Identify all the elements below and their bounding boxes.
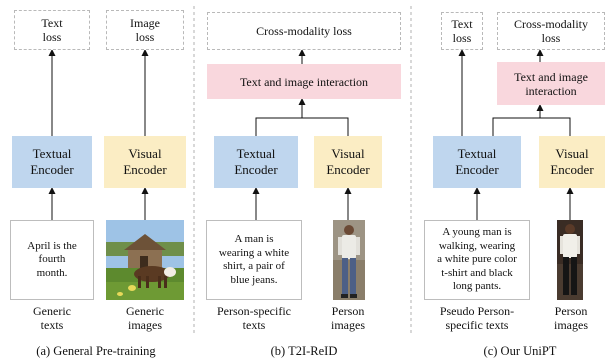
textual-encoder-box: Textual Encoder	[214, 136, 298, 188]
visual-encoder-box: Visual Encoder	[539, 136, 605, 188]
person-text-sample: A man is wearing a white shirt, a pair o…	[206, 220, 302, 300]
interaction-box: Text and image interaction	[497, 62, 605, 105]
visual-encoder-box: Visual Encoder	[314, 136, 382, 188]
cross-modality-loss-box: Cross-modality loss	[497, 12, 605, 50]
generic-text-sample: April is the fourth month.	[10, 220, 94, 300]
visual-encoder-box: Visual Encoder	[104, 136, 186, 188]
pseudo-text-sample: A young man is walking, wearing a white …	[424, 220, 530, 300]
pseudo-person-specific-texts-caption: Pseudo Person- specific texts	[439, 304, 515, 332]
subcaption-b: (b) T2I-ReID	[270, 344, 338, 358]
subcaption-a: (a) General Pre-training	[36, 344, 156, 358]
text-loss-box: Text loss	[14, 10, 90, 50]
person-images-caption: Person images	[554, 304, 588, 332]
person-images-caption: Person images	[331, 304, 365, 332]
person-specific-texts-caption: Person-specific texts	[217, 304, 291, 332]
textual-encoder-box: Textual Encoder	[12, 136, 92, 188]
subcaption-c: (c) Our UniPT	[483, 344, 557, 358]
cross-modality-loss-box: Cross-modality loss	[207, 12, 401, 50]
textual-encoder-box: Textual Encoder	[433, 136, 521, 188]
image-loss-box: Image loss	[106, 10, 184, 50]
generic-image-cow	[106, 220, 184, 300]
text-loss-box: Text loss	[441, 12, 483, 50]
person-image	[557, 220, 583, 300]
person-image	[333, 220, 365, 300]
generic-images-caption: Generic images	[126, 304, 164, 332]
interaction-box: Text and image interaction	[207, 64, 401, 99]
connector-b-encoders	[255, 117, 349, 136]
connector-c-encoders	[492, 117, 571, 136]
generic-texts-caption: Generic texts	[33, 304, 71, 332]
